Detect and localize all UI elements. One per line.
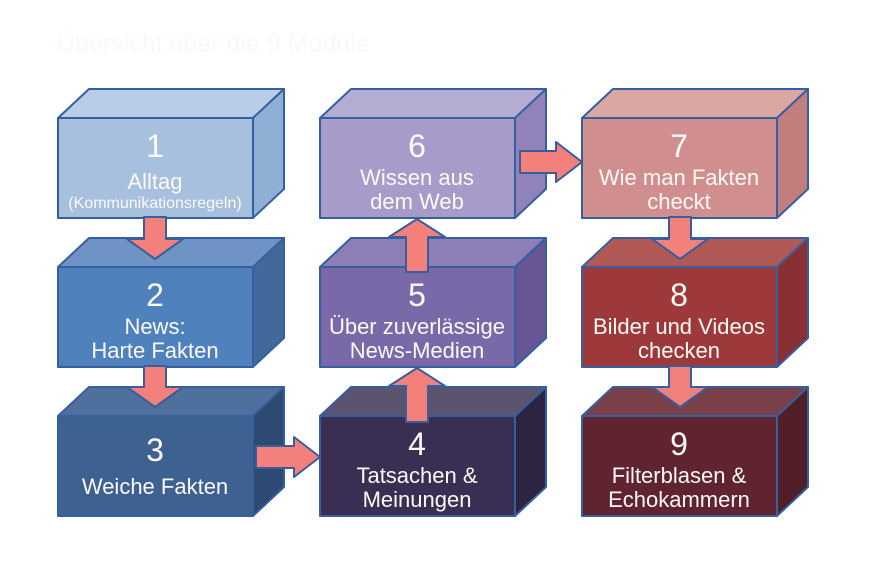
arrow-down-1-to-2-icon [126, 216, 184, 260]
arrow-down-2-to-3-icon [126, 365, 184, 408]
box-top-face [581, 88, 809, 119]
box-front-face [581, 117, 778, 219]
module-box-2: 2 News: Harte Fakten [57, 237, 285, 368]
module-box-7: 7 Wie man Fakten checkt [581, 88, 809, 219]
arrow-up-4-to-5-icon [388, 367, 446, 423]
module-box-3: 3 Weiche Fakten [57, 386, 285, 517]
module-label-line: Wie man Fakten [599, 165, 759, 190]
module-number: 6 [408, 128, 426, 164]
arrow-right-6-to-7-icon [519, 141, 583, 183]
module-number: 8 [670, 277, 688, 313]
box-front-face [319, 117, 516, 219]
box-front-face [581, 415, 778, 517]
module-box-6: 6 Wissen aus dem Web [319, 88, 547, 219]
module-box-1: 1 Alltag (Kommunikationsregeln) [57, 88, 285, 219]
box-front-face [319, 266, 516, 368]
module-box-9: 9 Filterblasen & Echokammern [581, 386, 809, 517]
box-front-face [57, 415, 254, 517]
module-label-line: Filterblasen & [612, 463, 747, 488]
module-label-line: dem Web [370, 189, 464, 214]
page-title: Übersicht über die 9 Module [57, 30, 370, 58]
module-label-line: News-Medien [350, 338, 485, 363]
module-label-line: Meinungen [363, 487, 472, 512]
arrow-down-7-to-8-icon [651, 216, 709, 260]
box-top-face [319, 386, 547, 417]
module-box-8: 8 Bilder und Videos checken [581, 237, 809, 368]
arrow-up-5-to-6-icon [388, 218, 446, 273]
module-number: 9 [670, 426, 688, 462]
box-top-face [319, 88, 547, 119]
module-number: 7 [670, 128, 688, 164]
module-label-line: Wissen aus [360, 165, 474, 190]
module-box-5: 5 Über zuverlässige News-Medien [319, 237, 547, 368]
box-front-face [57, 117, 254, 219]
box-front-face [581, 266, 778, 368]
module-label-line: checkt [647, 189, 711, 214]
module-box-4: 4 Tatsachen & Meinungen [319, 386, 547, 517]
module-label-line: Über zuverlässige [329, 314, 505, 339]
module-label-line: Alltag [127, 169, 182, 194]
arrow-down-8-to-9-icon [651, 365, 709, 408]
module-label-line: (Kommunikationsregeln) [68, 195, 241, 212]
arrow-right-3-to-4-icon [255, 436, 321, 478]
module-number: 3 [146, 432, 164, 468]
module-label-line: News: [124, 314, 185, 339]
module-label-line: Weiche Fakten [82, 474, 228, 499]
module-label-line: Echokammern [608, 487, 750, 512]
box-top-face [319, 237, 547, 268]
module-label-line: Tatsachen & [356, 463, 477, 488]
module-number: 4 [408, 426, 426, 462]
box-front-face [57, 266, 254, 368]
box-front-face [319, 415, 516, 517]
box-top-face [57, 88, 285, 119]
module-number: 1 [146, 128, 164, 164]
module-label-line: Harte Fakten [91, 338, 218, 363]
module-label-line: Bilder und Videos [593, 314, 765, 339]
module-number: 5 [408, 277, 426, 313]
module-label-line: checken [638, 338, 720, 363]
module-number: 2 [146, 277, 164, 313]
